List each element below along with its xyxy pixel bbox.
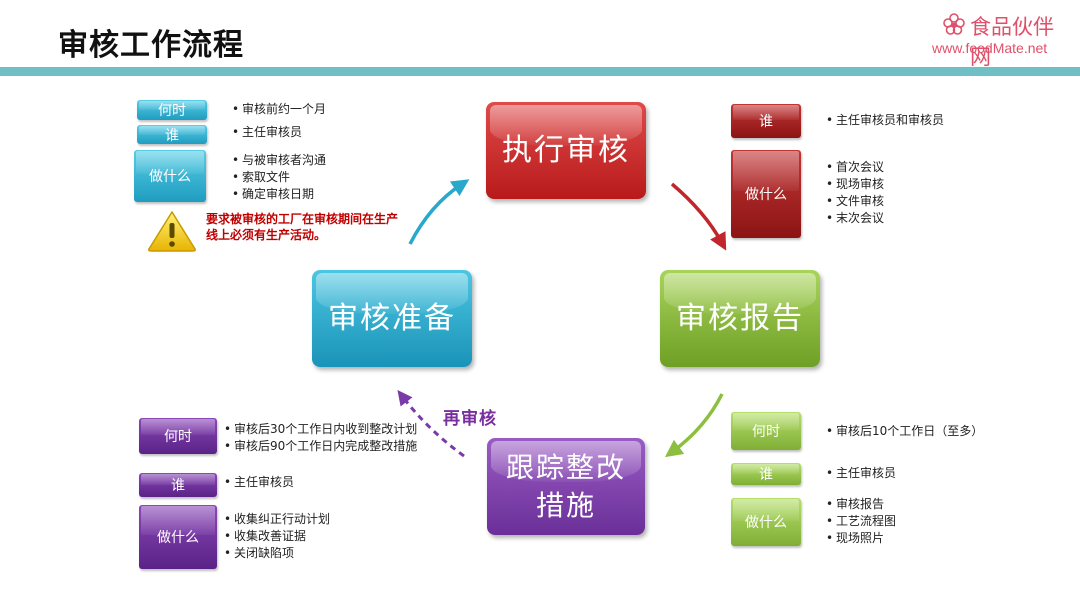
report-what-tag-label: 做什么	[745, 515, 787, 531]
warning-text: 要求被审核的工厂在审核期间在生产线上必须有生产活动。	[206, 212, 399, 242]
track-who-list: 主任审核员	[224, 474, 294, 491]
track-what-list: 收集纠正行动计划 收集改善证据 关闭缺陷项	[224, 511, 330, 562]
track-when-list: 审核后30个工作日内收到整改计划 审核后90个工作日内完成整改措施	[224, 421, 417, 455]
step-track-corrective-actions: 跟踪整改 措施	[487, 438, 645, 535]
step-audit-report: 审核报告	[660, 270, 820, 367]
flower-logo-icon	[943, 13, 965, 35]
prep-what-tag-label: 做什么	[149, 169, 191, 185]
prep-when-tag: 何时	[137, 100, 207, 120]
list-item: 现场照片	[826, 530, 896, 547]
list-item: 文件审核	[826, 193, 884, 210]
accent-bar	[0, 67, 1080, 76]
step-execute-audit-label: 执行审核	[502, 132, 630, 168]
prep-who-tag: 谁	[137, 125, 207, 144]
prep-when-list: 审核前约一个月	[232, 101, 326, 118]
list-item: 审核后90个工作日内完成整改措施	[224, 438, 417, 455]
page-title: 审核工作流程	[58, 28, 244, 63]
list-item: 收集改善证据	[224, 528, 330, 545]
exec-who-tag: 谁	[731, 104, 801, 138]
list-item: 索取文件	[232, 169, 326, 186]
prep-when-tag-label: 何时	[158, 103, 186, 119]
report-who-tag-label: 谁	[759, 467, 773, 483]
logo-brand-name: 食品伙伴网	[970, 15, 1054, 69]
track-what-tag: 做什么	[139, 505, 217, 569]
list-item: 主任审核员和审核员	[826, 112, 944, 129]
prep-what-list: 与被审核者沟通 索取文件 确定审核日期	[232, 152, 326, 203]
list-item: 审核前约一个月	[232, 101, 326, 118]
list-item: 收集纠正行动计划	[224, 511, 330, 528]
exec-who-tag-label: 谁	[759, 114, 773, 130]
list-item: 审核后10个工作日（至多）	[826, 423, 983, 440]
report-who-tag: 谁	[731, 463, 801, 485]
report-when-list: 审核后10个工作日（至多）	[826, 423, 983, 440]
arrow-prep-to-exec	[408, 179, 470, 245]
list-item: 主任审核员	[232, 124, 302, 141]
list-item: 确定审核日期	[232, 186, 326, 203]
step-execute-audit: 执行审核	[486, 102, 646, 199]
track-when-tag-label: 何时	[164, 429, 192, 445]
list-item: 末次会议	[826, 210, 884, 227]
list-item: 工艺流程图	[826, 513, 896, 530]
report-what-tag: 做什么	[731, 498, 801, 546]
step-track-label-line1: 跟踪整改	[505, 450, 626, 484]
arrow-exec-to-report	[670, 182, 727, 251]
warning-icon	[148, 210, 196, 252]
report-when-tag-label: 何时	[752, 424, 780, 440]
re-audit-label: 再审核	[443, 409, 497, 429]
list-item: 审核后30个工作日内收到整改计划	[224, 421, 417, 438]
list-item: 与被审核者沟通	[232, 152, 326, 169]
step-track-label-line2: 措施	[535, 488, 596, 522]
list-item: 审核报告	[826, 496, 896, 513]
logo-url: www.foodMate.net	[932, 40, 1048, 56]
report-what-list: 审核报告 工艺流程图 现场照片	[826, 496, 896, 547]
prep-what-tag: 做什么	[134, 150, 206, 202]
step-audit-preparation-label: 审核准备	[328, 300, 456, 336]
exec-what-tag: 做什么	[731, 150, 801, 238]
track-who-tag-label: 谁	[171, 478, 185, 494]
list-item: 现场审核	[826, 176, 884, 193]
step-audit-preparation: 审核准备	[312, 270, 472, 367]
report-who-list: 主任审核员	[826, 465, 896, 482]
report-when-tag: 何时	[731, 412, 801, 450]
track-when-tag: 何时	[139, 418, 217, 454]
list-item: 首次会议	[826, 159, 884, 176]
step-audit-report-label: 审核报告	[676, 300, 804, 336]
list-item: 主任审核员	[826, 465, 896, 482]
list-item: 主任审核员	[224, 474, 294, 491]
exec-what-tag-label: 做什么	[745, 187, 787, 203]
exec-what-list: 首次会议 现场审核 文件审核 末次会议	[826, 159, 884, 227]
arrow-report-to-track	[664, 393, 724, 458]
track-what-tag-label: 做什么	[157, 530, 199, 546]
prep-who-tag-label: 谁	[165, 127, 179, 144]
logo: 食品伙伴网 www.foodMate.net	[932, 8, 1073, 69]
arrow-track-to-prep	[397, 390, 465, 458]
track-who-tag: 谁	[139, 473, 217, 497]
prep-who-list: 主任审核员	[232, 124, 302, 141]
list-item: 关闭缺陷项	[224, 545, 330, 562]
exec-who-list: 主任审核员和审核员	[826, 112, 944, 129]
